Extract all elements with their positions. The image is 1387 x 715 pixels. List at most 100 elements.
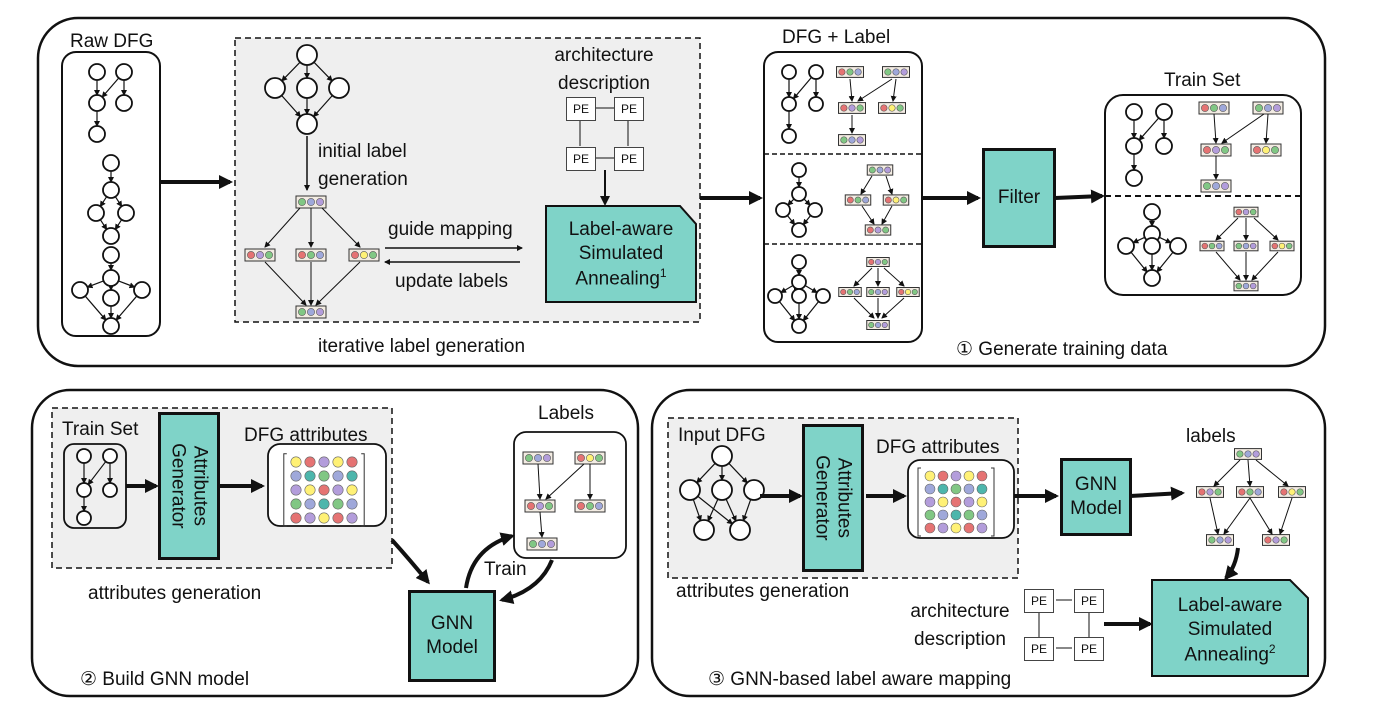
step1-pe-links [579,107,629,159]
graph-edge [1132,236,1145,244]
graph-node [102,289,120,307]
step2-caption: ② Build GNN model [80,669,250,690]
label-dot [1271,242,1278,250]
label-dot [1296,488,1304,496]
label-dot [846,288,853,295]
attribute-dot [963,470,975,482]
step2-graph [76,448,118,526]
label-dot [838,68,846,76]
graph-node [791,186,807,202]
attribute-dot [924,509,936,521]
label-dot [1208,536,1216,544]
label-dot [316,308,324,316]
pe-block: PE [1024,637,1054,661]
label-dot [307,251,315,259]
graph-edge [860,175,873,195]
attribute-dot [332,456,344,468]
sa-box-shape-step1 [545,205,697,303]
graph-node [296,113,318,135]
attribute-dot [304,456,316,468]
graph-edge [778,301,796,322]
label-dot [1242,208,1250,216]
label-dot [1242,282,1250,290]
graph-node [102,154,120,172]
graph-node [679,479,701,501]
arrow-labels-to-gnn [499,559,554,604]
graph-node [102,181,120,199]
arrow-to-gnn-step2 [390,538,430,585]
label-dot [1272,536,1280,544]
label-dot [881,288,888,295]
graph-node [1143,203,1161,221]
graph-edge [890,78,897,102]
label-dot [536,502,544,510]
panel-step3 [650,388,1327,698]
graph-edge [281,61,301,82]
filter-box: Filter [982,148,1056,248]
graph-edge [1212,113,1219,144]
label-dot [1252,450,1260,458]
panel-step2 [30,388,640,698]
step3-caption: ③ GNN-based label aware mapping [708,669,1012,690]
graph-edge [1130,251,1148,273]
step3-arch-desc-2: description [914,629,1006,650]
graph-edge [802,301,820,322]
label-dot [1201,242,1208,250]
label-dot [868,166,876,174]
attribute-dot [950,509,962,521]
graph-edge [728,462,748,484]
label-dot [1278,242,1286,250]
label-dot [1250,282,1257,290]
graph-node [808,64,824,80]
step3-arch-desc-1: architecture [910,601,1010,622]
graph-edge [118,280,136,289]
graph-node [729,519,751,541]
graph-node [296,77,318,99]
graph-edge [1159,236,1172,244]
graph-node [76,510,92,526]
arch-desc-text-2: description [558,73,650,94]
label-dot [868,258,875,265]
graph-edge [780,285,794,293]
label-dot [846,68,854,76]
initial-label-text-1: initial label [318,141,407,162]
graph-edge [1253,217,1279,241]
attribute-dot [937,496,949,508]
graph-node [296,44,318,66]
label-dot [840,136,848,144]
graph-edge [1255,459,1289,487]
graph-node [102,246,120,264]
label-dot [904,288,911,295]
attribute-dot [963,509,975,521]
graph-edge [313,61,333,82]
label-dot [545,502,553,510]
graph-edge [857,78,893,102]
label-dot [911,288,918,295]
label-dot [848,136,856,144]
label-dot [874,288,881,295]
step2-dfg-attributes-label: DFG attributes [244,425,368,446]
label-dot [856,104,864,112]
label-dot [1255,104,1263,112]
pe-block: PE [566,147,596,171]
label-dot [351,251,359,259]
graph-edge [1209,497,1220,535]
label-dot [527,502,535,510]
label-dot [1221,182,1229,190]
attribute-dot [924,496,936,508]
graph-node [88,63,106,81]
attribute-dot [290,512,302,524]
step3-graph [679,445,765,541]
attribute-dot [950,496,962,508]
label-dot [1238,488,1246,496]
train-set-title: Train Set [1164,70,1241,91]
attribute-dot [290,456,302,468]
label-dot [1253,146,1261,154]
graph-node [1143,269,1161,287]
label-dot [881,258,888,265]
graph-edge [1278,497,1293,535]
graph-edge [264,261,307,306]
graph-node [88,125,106,143]
iter-graph [244,44,380,319]
step3-attributes-box [907,459,1015,539]
